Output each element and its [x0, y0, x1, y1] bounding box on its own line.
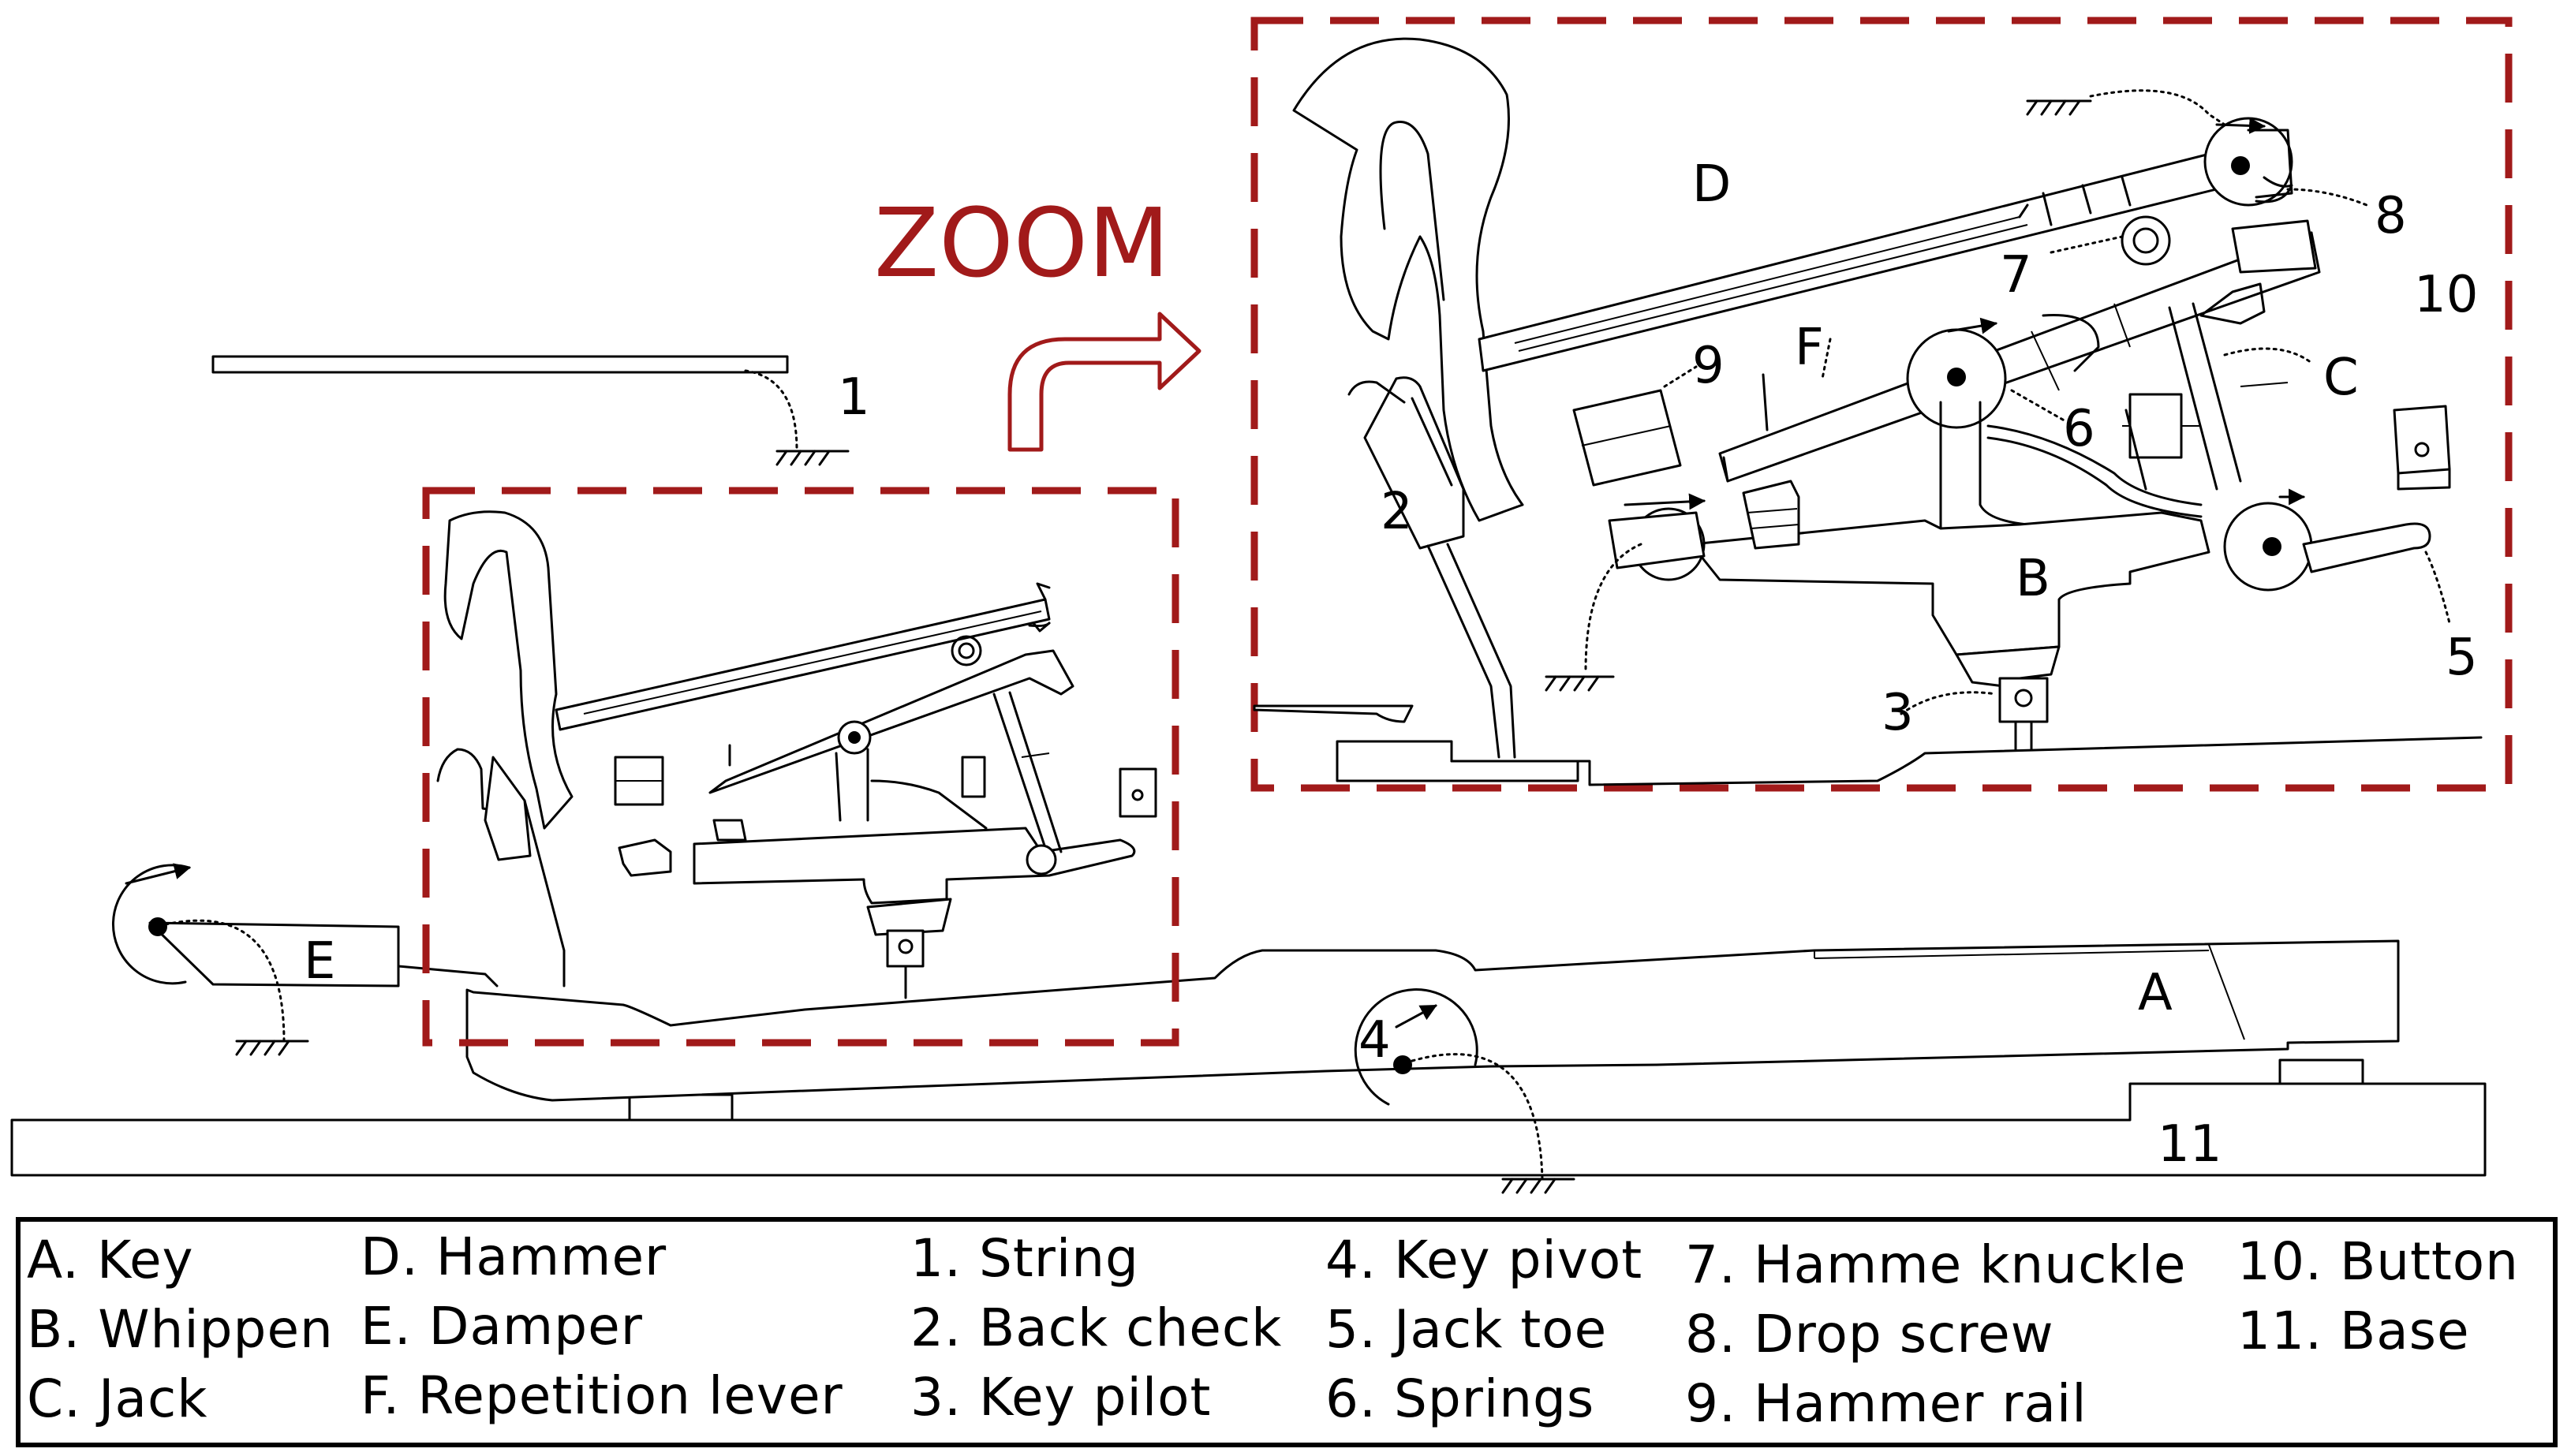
legend-item-hammer-rail: 9. Hammer rail: [1685, 1373, 2087, 1434]
label-5: 5: [2446, 629, 2478, 687]
zoom-arrow: [1007, 312, 1201, 452]
overview-dashed-frame: [422, 487, 1179, 1047]
label-4: 4: [1358, 1011, 1391, 1070]
zoom-label: ZOOM: [874, 189, 1170, 299]
label-3: 3: [1882, 684, 1914, 742]
label-2: 2: [1381, 483, 1413, 541]
legend-item-back-check: 2. Back check: [910, 1297, 1283, 1358]
legend-item-damper: E. Damper: [361, 1296, 643, 1357]
legend-item-button: 10. Button: [2237, 1231, 2520, 1292]
damper: [112, 863, 499, 1056]
label-B: B: [2016, 550, 2050, 608]
legend-item-hammer-knuckle: 7. Hamme knuckle: [1685, 1234, 2187, 1295]
legend-item-key: A. Key: [27, 1230, 194, 1290]
label-F: F: [1795, 319, 1824, 377]
label-11: 11: [2158, 1115, 2222, 1174]
legend-item-springs: 6. Springs: [1325, 1368, 1595, 1429]
label-9: 9: [1692, 337, 1725, 395]
key: [465, 939, 2400, 1102]
label-D: D: [1692, 155, 1731, 214]
label-C: C: [2323, 349, 2359, 407]
legend-item-base: 11. Base: [2237, 1301, 2470, 1361]
piano-action-diagram: ZOOM A B C D E F 1 2 3 4 5 6 7 8 9 10 11: [10, 17, 2513, 1194]
legend-item-whippen: B. Whippen: [27, 1299, 334, 1360]
legend-item-key-pivot: 4. Key pivot: [1325, 1230, 1643, 1290]
legend-item-hammer: D. Hammer: [361, 1226, 667, 1287]
base: [10, 1058, 2487, 1177]
label-6: 6: [2063, 400, 2095, 458]
string: [211, 355, 850, 466]
label-1: 1: [838, 368, 870, 427]
legend-item-repetition-lever: F. Repetition lever: [361, 1365, 843, 1426]
label-E: E: [304, 932, 335, 991]
label-10: 10: [2414, 266, 2478, 324]
action-zoomed: [1253, 37, 2483, 786]
key-pivot: [1354, 988, 1575, 1194]
label-8: 8: [2375, 187, 2407, 245]
label-7: 7: [2000, 246, 2032, 304]
legend-item-string: 1. String: [910, 1228, 1139, 1289]
legend-item-drop-screw: 8. Drop screw: [1685, 1304, 2054, 1365]
legend-item-jack-toe: 5. Jack toe: [1325, 1299, 1608, 1360]
label-A: A: [2138, 964, 2173, 1022]
legend-box: A. Key B. Whippen C. Jack D. Hammer E. D…: [16, 1217, 2558, 1447]
legend-item-key-pilot: 3. Key pilot: [910, 1367, 1212, 1428]
action-overview: [436, 510, 1157, 999]
legend-item-jack: C. Jack: [27, 1368, 208, 1429]
zoom-dashed-frame: [1250, 17, 2513, 792]
